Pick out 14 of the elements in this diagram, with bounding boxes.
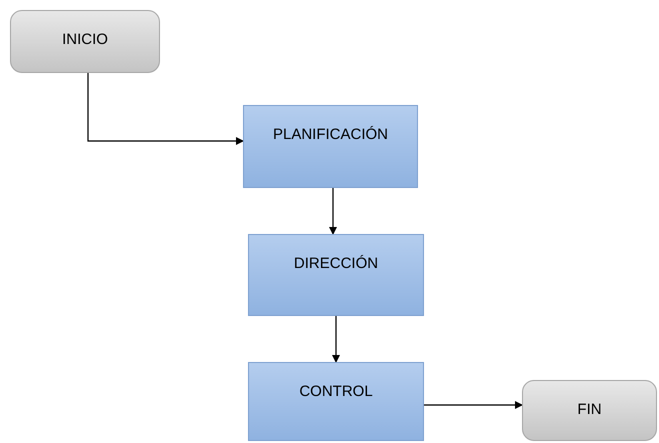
- arrow: [332, 316, 340, 363]
- arrow: [87, 73, 244, 145]
- node-label: INICIO: [62, 30, 108, 50]
- node-label: PLANIFICACIÓN: [272, 125, 388, 145]
- arrow: [424, 401, 523, 409]
- terminal-box: [522, 380, 657, 441]
- arrow: [329, 188, 337, 235]
- node-label: CONTROL: [299, 382, 373, 402]
- node-label: DIRECCIÓN: [294, 254, 378, 274]
- process-box: [243, 105, 418, 188]
- process-box: [248, 234, 424, 316]
- node-label: FIN: [577, 400, 602, 420]
- terminal-box: [10, 10, 160, 73]
- process-box: [248, 362, 424, 441]
